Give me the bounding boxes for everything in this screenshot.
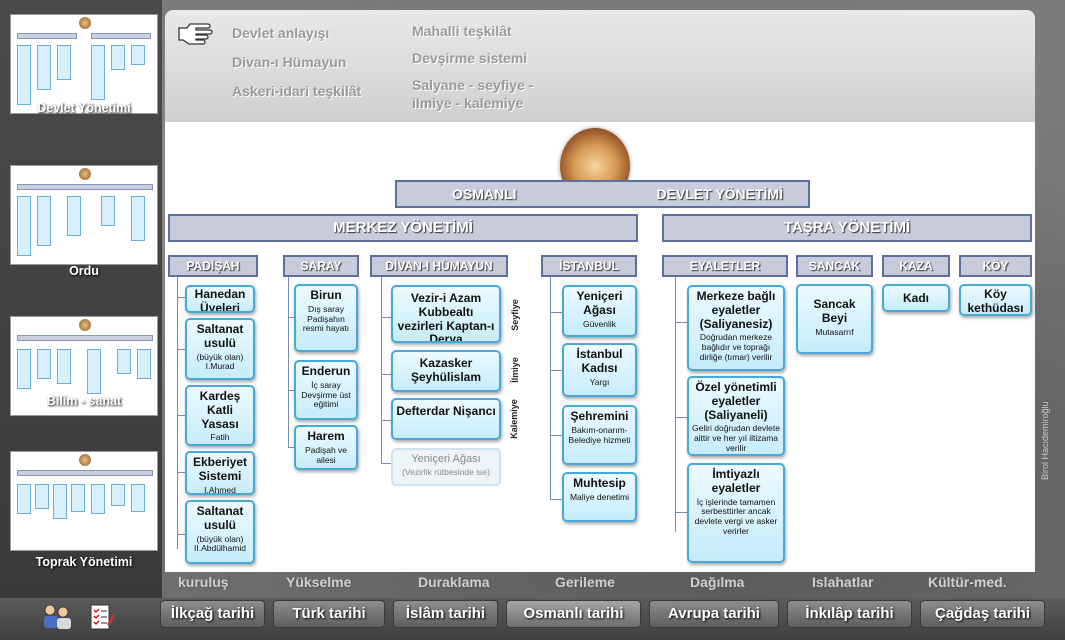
- tab-osmanli-tarihi[interactable]: Osmanlı tarihi: [506, 600, 641, 628]
- header-istanbul: İSTANBUL: [541, 255, 637, 277]
- header-eyaletler: EYALETLER: [662, 255, 788, 277]
- box-hanedan-uyeleri: Hanedan Üyeleri: [185, 285, 255, 313]
- box-vezir-i-azam: Vezir-i Azam Kubbealtı vezirleri Kaptan-…: [391, 285, 501, 343]
- box-merkeze-bagli: Merkeze bağlı eyaletler (Saliyanesiz)Doğ…: [687, 285, 785, 371]
- thumbnail-label: Ordu: [69, 264, 99, 278]
- box-koy-kethudasi: Köy kethüdası: [959, 284, 1032, 316]
- label-ilmiye: İlmiye: [509, 357, 520, 383]
- link-devsirme-sistemi[interactable]: Devşirme sistemi: [412, 50, 528, 66]
- thumbnail-devlet-yonetimi[interactable]: [10, 14, 158, 114]
- era-duraklama[interactable]: Duraklama: [418, 574, 490, 590]
- link-salyane[interactable]: Salyane - seyfiye -: [412, 77, 534, 93]
- box-saltanat-usulu-1: Saltanat usulü(büyük olan) I.Murad: [185, 318, 255, 380]
- header-padisah: PADİŞAH: [168, 255, 258, 277]
- header-koy: KÖY: [959, 255, 1032, 277]
- seal-icon: [79, 168, 91, 180]
- header-kaza: KAZA: [882, 255, 950, 277]
- thumbnail-ordu[interactable]: [10, 165, 158, 265]
- box-defterdar: Defterdar Nişancı: [391, 398, 501, 440]
- author-credit: Birol Hacıdemiroğlu: [1040, 401, 1050, 480]
- tab-avrupa-tarihi[interactable]: Avrupa tarihi: [649, 600, 779, 628]
- box-saltanat-usulu-2: Saltanat usulü(büyük olan) II.Abdülhamid: [185, 500, 255, 564]
- title-left: OSMANLI: [452, 186, 517, 202]
- seal-icon: [79, 454, 91, 466]
- merkez-yonetimi-banner: MERKEZ YÖNETİMİ: [168, 214, 638, 242]
- thumbnail-toprak-yonetimi[interactable]: [10, 451, 158, 551]
- era-yukselme[interactable]: Yükselme: [286, 574, 352, 590]
- era-kurulus[interactable]: kuruluş: [178, 574, 229, 590]
- seal-icon: [79, 319, 91, 331]
- link-devlet-anlayisi[interactable]: Devlet anlayışı: [232, 25, 330, 41]
- box-yeniceri-agasi-ghost: Yeniçeri Ağası(Vezirlik rütbesinde ise): [391, 448, 501, 486]
- header-sancak: SANCAK: [796, 255, 873, 277]
- era-gerileme[interactable]: Gerileme: [555, 574, 615, 590]
- label-seyfiye: Seyfiye: [509, 299, 520, 331]
- thumbnail-label: Toprak Yönetimi: [35, 555, 133, 569]
- box-ozel-yonetimli: Özel yönetimli eyaletler (Saliyaneli)Gel…: [687, 376, 785, 456]
- tab-cagdas-tarihi[interactable]: Çağdaş tarihi: [920, 600, 1045, 628]
- tab-ilkcag-tarihi[interactable]: İlkçağ tarihi: [160, 600, 265, 628]
- tab-inkilap-tarihi[interactable]: İnkılâp tarihi: [787, 600, 912, 628]
- thumbnail-label: Bilim - sanat: [46, 394, 122, 408]
- header-divan: DİVAN-I HÜMAYUN: [370, 255, 508, 277]
- org-chart: OSMANLI DEVLET YÖNETİMİ MERKEZ YÖNETİMİ …: [165, 122, 1035, 572]
- tasra-yonetimi-banner: TAŞRA YÖNETİMİ: [662, 214, 1032, 242]
- era-islahatlar[interactable]: Islahatlar: [812, 574, 874, 590]
- label-kalemiye: Kalemiye: [508, 399, 519, 439]
- link-mahalli-teskilat[interactable]: Mahalli teşkilât: [412, 23, 512, 39]
- topic-header: Devlet anlayışı Divan-ı Hümayun Askeri-i…: [165, 10, 1035, 122]
- seal-icon: [79, 17, 91, 29]
- tab-turk-tarihi[interactable]: Türk tarihi: [273, 600, 385, 628]
- students-icon[interactable]: [40, 603, 74, 631]
- link-ilmiye-kalemiye[interactable]: ilmiye - kalemiye: [412, 95, 524, 111]
- title-right: DEVLET YÖNETİMİ: [656, 186, 783, 202]
- checklist-icon[interactable]: [88, 603, 116, 631]
- box-kadi: Kadı: [882, 284, 950, 312]
- box-kazasker: Kazasker Şeyhülislam: [391, 350, 501, 392]
- header-saray: SARAY: [283, 255, 359, 277]
- era-kultur-medeniyet[interactable]: Kültür-med.: [928, 574, 1007, 590]
- tab-islam-tarihi[interactable]: İslâm tarihi: [393, 600, 498, 628]
- title-banner: OSMANLI DEVLET YÖNETİMİ: [395, 180, 810, 208]
- link-askeri-idari-teskilat[interactable]: Askeri-idari teşkilât: [232, 83, 362, 99]
- thumbnail-bilim-sanat[interactable]: [10, 316, 158, 416]
- thumbnail-label: Devlet Yönetimi: [37, 101, 131, 115]
- pointing-hand-icon: [178, 23, 213, 45]
- era-dagilma[interactable]: Dağılma: [690, 574, 745, 590]
- link-divan-i-humayun[interactable]: Divan-ı Hümayun: [232, 54, 347, 70]
